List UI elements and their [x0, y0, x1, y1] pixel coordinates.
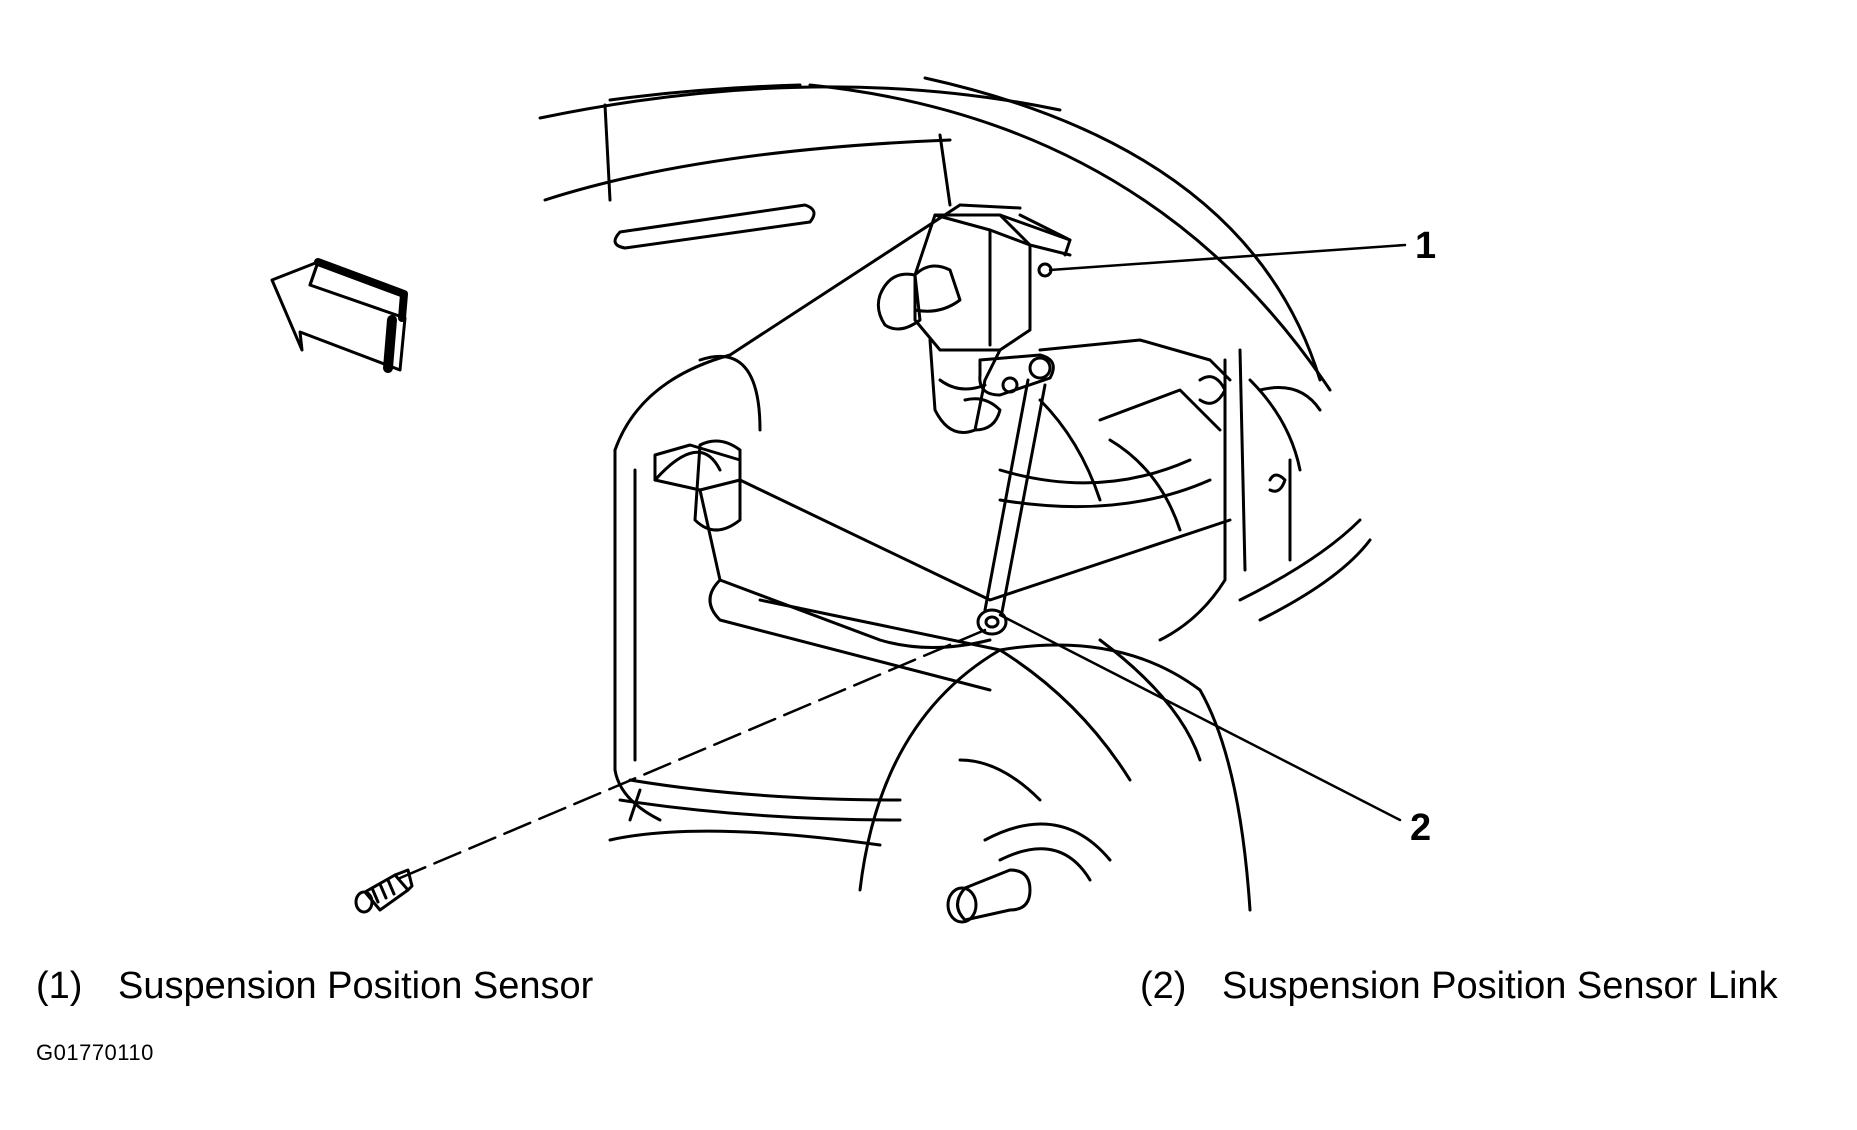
callout-label-1: 1 — [1415, 225, 1436, 267]
lower-body-curves — [608, 758, 1042, 847]
right-wheel-well — [1238, 386, 1372, 622]
legend-key-1: (1) — [36, 965, 83, 1007]
installation-dash-line — [398, 628, 987, 880]
wheel-hub — [858, 638, 1252, 924]
callout-label-2: 2 — [1410, 807, 1431, 849]
legend-key-2: (2) — [1140, 965, 1187, 1007]
wheel-well-arcs — [538, 76, 1332, 392]
inner-body-panels — [613, 203, 1302, 822]
legend-item-1: (1) Suspension Position Sensor — [36, 965, 593, 1008]
leader-lines — [998, 243, 1407, 822]
suspension-position-sensor — [876, 213, 1072, 434]
leader-line-2 — [998, 613, 1402, 822]
suspension-position-sensor-link — [976, 378, 1047, 636]
figure-code: G01770110 — [36, 1040, 154, 1065]
sensor-lever-arm — [978, 353, 1055, 397]
legend-text-1: Suspension Position Sensor — [118, 965, 594, 1007]
bolt-icon — [354, 868, 414, 914]
legend-text-2: Suspension Position Sensor Link — [1222, 965, 1778, 1007]
leader-line-1 — [1048, 243, 1407, 272]
arrow-forward-icon — [270, 258, 408, 373]
control-arm — [653, 388, 1232, 692]
legend-item-2: (2) Suspension Position Sensor Link — [1140, 965, 1778, 1008]
fender-rod — [613, 203, 816, 250]
